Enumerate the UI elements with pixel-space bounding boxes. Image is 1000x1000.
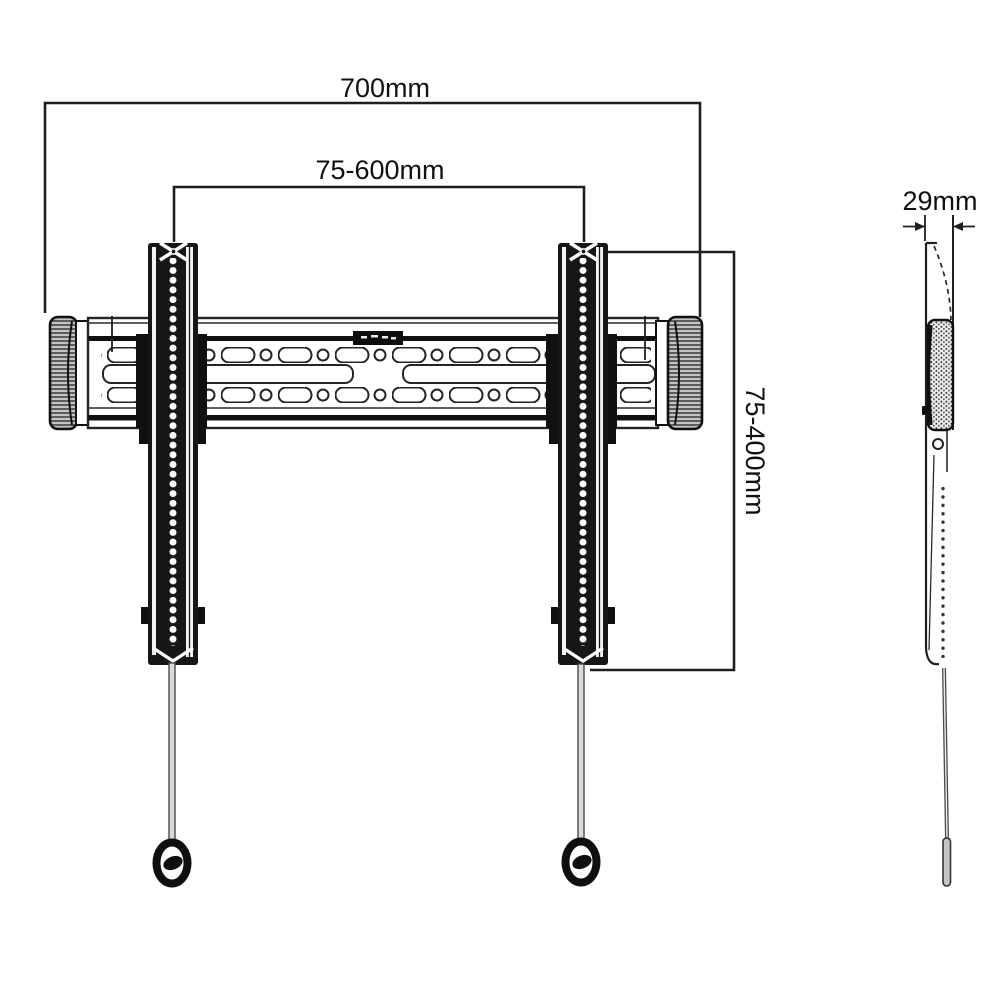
dimension-overall-width-label: 700mm (340, 73, 430, 103)
plate-slot-row-top (101, 347, 651, 363)
plate-side-left-edge (926, 324, 933, 426)
right-rail-bottom-chevron (562, 646, 604, 664)
left-rail-tab (139, 428, 148, 444)
plate-long-slot-left (102, 364, 354, 384)
left-rail-hole-column (169, 258, 177, 646)
left-rail-tab (198, 607, 205, 624)
dimension-depth-label: 29mm (902, 186, 977, 216)
wall-plate-right-end-cap (666, 315, 704, 431)
left-rail-bottom-chevron (152, 646, 194, 664)
dimension-mount-height: 75-400mm (590, 250, 770, 672)
side-pull-cord-highlight (943, 667, 948, 839)
left-rail-tab (141, 607, 148, 624)
dimension-mount-width-line (172, 185, 586, 242)
dimension-mount-height-label: 75-400mm (740, 386, 770, 515)
depth-arrow-right-head (953, 222, 963, 231)
left-pull-ring (152, 838, 192, 888)
right-rail-tab (608, 428, 616, 444)
left-vesa-rail (136, 241, 207, 888)
right-rail-hole-column (579, 258, 587, 646)
left-rail-screw-icon (159, 241, 188, 262)
dimension-overall-width-line (43, 101, 702, 317)
side-notch (922, 406, 928, 415)
right-end-cap-curve (674, 320, 680, 426)
side-hole (932, 438, 944, 450)
right-rail-flange-left (546, 334, 559, 428)
right-rail-flange-right (607, 334, 617, 428)
front-view: 700mm 75-600mm 75-400mm (43, 73, 770, 888)
dimension-overall-width: 700mm (43, 73, 702, 317)
right-pull-ring (561, 837, 601, 887)
left-rail-tab (198, 428, 206, 444)
screw-center (580, 248, 587, 255)
plate-bottom-band (88, 415, 658, 421)
right-rail-tab (608, 607, 615, 624)
left-rail-inner-stripe (152, 247, 156, 655)
wall-plate-left-end-cap (48, 315, 79, 431)
dimension-depth-extension-lines (924, 215, 954, 241)
level-label-mark (371, 335, 378, 338)
right-rail-inner-stripe (562, 247, 566, 655)
right-vesa-rail (546, 241, 617, 887)
left-pull-ring-knot (163, 855, 183, 871)
right-pull-cord (577, 663, 585, 843)
plate-slot-row-bottom (101, 387, 651, 403)
level-label-mark (391, 337, 396, 340)
left-rail-flange-left (136, 334, 149, 428)
profile-back-edge (924, 243, 940, 666)
profile-curve-dashed (933, 245, 952, 321)
level-label-body (353, 331, 403, 345)
right-rail-tab (549, 428, 558, 444)
side-view: 29mm (902, 186, 978, 887)
left-pull-cord (168, 662, 176, 844)
screw-center (170, 248, 177, 255)
dimension-mount-width-label: 75-600mm (315, 155, 444, 185)
rail-side-taper-line (928, 454, 935, 651)
side-pull-tab (942, 837, 952, 887)
left-rail-flange-right (197, 334, 207, 428)
rail-side-hole-column (940, 486, 946, 658)
level-label (353, 331, 403, 345)
level-label-mark (382, 336, 388, 339)
right-pull-ring-knot (572, 854, 592, 870)
wall-plate-side-section (926, 318, 955, 432)
dimension-depth: 29mm (902, 186, 978, 241)
side-profile (922, 215, 955, 887)
level-label-mark (361, 336, 367, 339)
dimension-mount-height-line (590, 250, 736, 672)
left-end-cap-curve (67, 320, 73, 426)
dimension-mount-width: 75-600mm (172, 155, 586, 242)
right-rail-screw-icon (569, 241, 598, 262)
right-rail-tab (551, 607, 558, 624)
depth-arrow-left-head (915, 222, 925, 231)
